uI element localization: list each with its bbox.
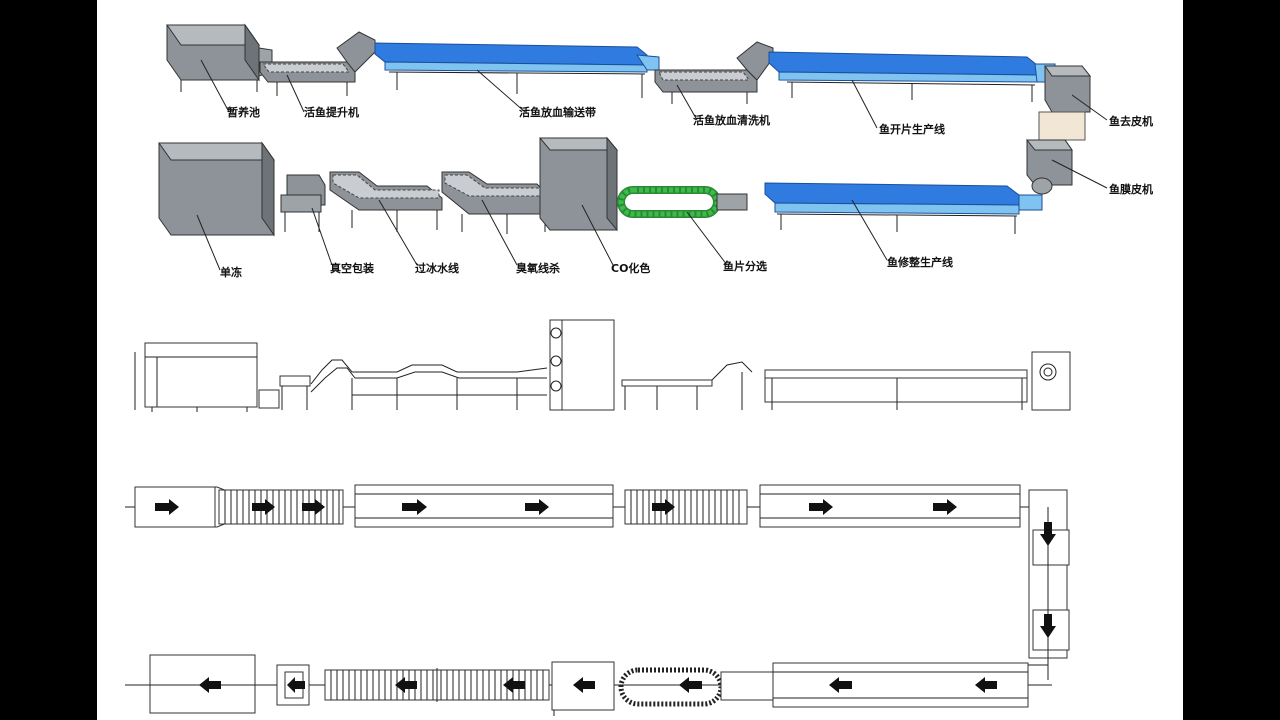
label-single-freezer: 单冻	[220, 265, 242, 279]
washer-slats-top	[630, 490, 740, 524]
arrow-left-icon	[975, 677, 997, 693]
arrow-right-icon	[652, 499, 675, 515]
arrow-left-icon	[287, 677, 305, 693]
arrow-right-icon	[302, 499, 325, 515]
co-coloring-machine	[538, 136, 619, 232]
plan-view	[125, 484, 1070, 716]
arrow-right-icon	[252, 499, 275, 515]
label-ice-glazing-line: 过冰水线	[415, 261, 459, 275]
label-bleeding-conveyor: 活鱼放血输送带	[519, 105, 596, 119]
label-holding-tank: 暂养池	[227, 105, 260, 119]
label-trimming-line: 鱼修整生产线	[887, 255, 953, 269]
arrow-left-icon	[829, 677, 852, 693]
skinning-machine	[1038, 65, 1092, 141]
arrow-left-icon	[199, 677, 221, 693]
callouts	[196, 59, 1108, 271]
flow-arrows	[155, 499, 1056, 693]
label-membrane-peeler: 鱼膜皮机	[1109, 182, 1153, 196]
arrow-left-icon	[503, 677, 525, 693]
bleeding-conveyor-machine	[374, 42, 660, 98]
single-freezer-machine	[158, 141, 275, 237]
arrow-down-icon	[1040, 522, 1056, 546]
arrow-left-icon	[573, 677, 595, 693]
arrow-right-icon	[155, 499, 179, 515]
membrane-peeler-machine	[1016, 139, 1073, 211]
label-ozone-sterilization: 臭氧线杀	[516, 261, 560, 275]
label-fillet-sorting: 鱼片分选	[723, 259, 767, 273]
live-fish-elevator-machine	[259, 31, 376, 96]
label-bleeding-washer: 活鱼放血清洗机	[693, 113, 770, 127]
label-co-coloring: CO化色	[611, 261, 650, 275]
side-elevation-view	[134, 319, 1071, 412]
fillet-sorting-machine	[617, 186, 748, 218]
label-vacuum-packing: 真空包装	[330, 261, 374, 275]
arrow-down-icon	[1040, 614, 1056, 638]
arrow-left-icon	[679, 677, 702, 693]
arrow-right-icon	[933, 499, 957, 515]
label-live-fish-elevator: 活鱼提升机	[304, 105, 359, 119]
label-skinning-machine: 鱼去皮机	[1109, 114, 1153, 128]
filleting-line-machine	[768, 51, 1056, 102]
vacuum-packing-machine	[280, 174, 326, 232]
arrow-left-icon	[395, 677, 417, 693]
ice-glazing-machine	[329, 171, 443, 232]
arrow-right-icon	[402, 499, 427, 515]
arrow-right-icon	[809, 499, 833, 515]
diagram-canvas: 暂养池 活鱼提升机 活鱼放血输送带 活鱼放血清洗机 鱼开片生产线 鱼去皮机 鱼膜…	[97, 0, 1183, 720]
holding-tank-machine	[166, 23, 273, 92]
process-diagram: 暂养池 活鱼提升机 活鱼放血输送带 活鱼放血清洗机 鱼开片生产线 鱼去皮机 鱼膜…	[125, 23, 1153, 716]
bleeding-washer-machine	[654, 41, 774, 104]
trimming-line-machine	[764, 182, 1020, 234]
label-filleting-line: 鱼开片生产线	[879, 122, 945, 136]
arrow-right-icon	[525, 499, 549, 515]
ozone-sterilization-machine	[441, 171, 550, 234]
